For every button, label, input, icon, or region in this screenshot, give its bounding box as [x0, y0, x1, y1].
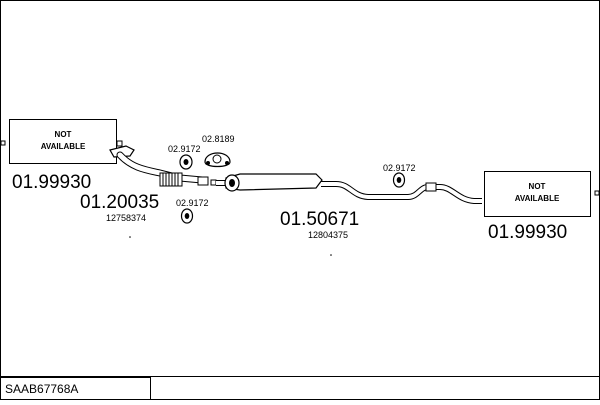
not-available-box-left: NOT AVAILABLE: [9, 119, 117, 164]
front-pipe-number: 01.20035: [80, 192, 159, 213]
middle-silencer-oem: 12804375: [308, 230, 348, 240]
rubber-mount-lower-label: 02.9172: [176, 198, 209, 208]
marker-dot: [129, 236, 131, 238]
not-available-box-right: NOT AVAILABLE: [484, 171, 591, 217]
rubber-mount-front-label: 02.9172: [168, 144, 201, 154]
rubber-mount-lower-icon: [180, 208, 194, 224]
rubber-mount-rear-label: 02.9172: [383, 163, 416, 173]
left-edge-marker: [0, 140, 6, 146]
right-edge-marker: [594, 190, 600, 196]
middle-silencer-number: 01.50671: [280, 209, 359, 230]
front-pipe: [109, 145, 217, 187]
not-available-right-line1: NOT: [529, 182, 546, 191]
gasket-label: 02.8189: [202, 134, 235, 144]
flex-section: [159, 172, 183, 187]
middle-silencer-assembly: [216, 173, 482, 204]
part-number-right-na: 01.99930: [488, 222, 567, 243]
connector-left-box: [116, 140, 123, 147]
rubber-mount-rear-icon: [392, 172, 406, 188]
not-available-left-line2: AVAILABLE: [41, 142, 86, 151]
part-number-left-na: 01.99930: [12, 172, 91, 193]
frame-id-label: SAAB67768A: [5, 382, 78, 396]
gasket-icon: [204, 152, 231, 168]
not-available-left-line1: NOT: [55, 130, 72, 139]
front-pipe-oem: 12758374: [106, 213, 146, 223]
marker-dot: [330, 254, 332, 256]
not-available-right-line2: AVAILABLE: [515, 194, 560, 203]
rubber-mount-front-icon: [179, 154, 193, 170]
silencer-body: [224, 173, 323, 192]
